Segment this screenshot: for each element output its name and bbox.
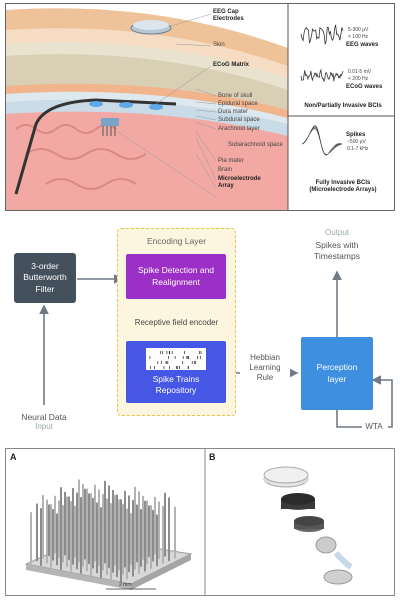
- electrodes-label: Electrodes: [213, 16, 244, 22]
- spike-detection-line-1: Spike Detection and: [137, 265, 215, 276]
- perception-layer-box: Perception layer: [301, 337, 373, 410]
- implant-electronics: [281, 493, 315, 505]
- utah-array-needles: [30, 479, 176, 582]
- eeg-waves-label: EEG waves: [346, 42, 379, 48]
- panel-b-label: B: [209, 452, 216, 462]
- perception-line-1: Perception: [316, 362, 358, 373]
- spike-trains-box: Spike Trains Repository: [126, 341, 226, 403]
- output-label: Output: [324, 228, 349, 237]
- ecog-cable: [14, 98, 177, 195]
- arrow-wta-loop: [371, 375, 393, 428]
- subdural-label: Subdural space: [218, 117, 260, 123]
- receptive-field-label: Receptive field encoder: [134, 318, 219, 327]
- spikes-amplitude: ~500 μV: [347, 139, 366, 145]
- hebbian-line-3: Rule: [256, 373, 274, 382]
- ecog-electrode: [149, 104, 163, 110]
- skin-label: Skin: [213, 42, 225, 48]
- ecog-waveform: [300, 68, 344, 83]
- wta-label: WTA: [365, 422, 383, 431]
- anatomy-illustration: [6, 4, 394, 210]
- filter-line-2: Butterworth: [23, 272, 67, 283]
- spike-waveforms: [301, 125, 343, 156]
- spike-detection-box: Spike Detection and Realignment: [126, 254, 226, 299]
- spikes-frequency: 0.1-7 kHz: [347, 146, 369, 152]
- ecog-amplitude: 0.01-5 mV: [348, 69, 372, 75]
- ecog-frequency: < 200 Hz: [348, 76, 369, 82]
- implant-base: [323, 569, 353, 585]
- eeg-waveform: [300, 24, 344, 45]
- scale-label: 2 mm: [119, 582, 132, 588]
- ecog-electrode: [119, 102, 133, 108]
- filter-line-3: Filter: [35, 283, 55, 294]
- arachnoid-label: Arachnoid layer: [218, 126, 260, 132]
- hebbian-line-1: Hebbian: [250, 353, 280, 362]
- ecog-electrode: [89, 101, 103, 107]
- microelectrode-label: Microelectrode: [218, 176, 261, 182]
- subarachnoid-label: Subarachnoid space: [228, 142, 283, 148]
- bci-anatomy-panel: EEG Cap Electrodes Skin ECoG Matrix Bone…: [5, 3, 395, 211]
- epidural-label: Epidural space: [218, 101, 258, 107]
- implant-disc: [315, 536, 337, 554]
- neural-data-label: Neural Data: [21, 412, 67, 422]
- panel-a-label: A: [10, 452, 17, 462]
- microelectrode-photo-panel: A B 2 mm: [5, 448, 395, 596]
- eeg-amplitude: 5-300 μV: [348, 27, 369, 33]
- perception-line-2: layer: [327, 373, 347, 384]
- dura-label: Dura mater: [218, 109, 249, 115]
- spike-trains-line-2: Repository: [155, 385, 197, 395]
- ecog-matrix-label: ECoG Matrix: [213, 62, 250, 68]
- input-label: Input: [35, 422, 53, 431]
- spikes-ts-line-2: Timestamps: [314, 250, 360, 261]
- spike-trace: [301, 128, 343, 155]
- spike-detection-line-2: Realignment: [152, 276, 200, 287]
- brain-label: Brain: [218, 167, 233, 173]
- ecog-waves-label: ECoG waves: [346, 84, 383, 90]
- eeg-cap-label: EEG Cap: [213, 9, 239, 15]
- photos: [24, 449, 353, 595]
- hebbian-line-2: Learning: [249, 363, 281, 372]
- raster-thumbnail: [146, 347, 206, 370]
- implant-battery: [294, 516, 324, 526]
- spike-trains-line-1: Spike Trains: [152, 373, 200, 384]
- non-invasive-title: Non/Partially Invasive BCIs: [304, 103, 382, 109]
- implant-threads: [333, 550, 353, 570]
- array-label: Array: [218, 183, 234, 189]
- pia-label: Pia mater: [218, 158, 244, 164]
- eeg-frequency: < 100 Hz: [348, 34, 369, 40]
- spikes-label: Spikes: [346, 132, 366, 138]
- wta-line: [336, 410, 362, 428]
- butterworth-filter-box: 3-order Butterworth Filter: [14, 253, 76, 303]
- bone-label: Bone of skull: [218, 93, 253, 99]
- spikes-ts-line-1: Spikes with: [315, 240, 359, 250]
- fully-invasive-subtitle: (Microelectrode Arrays): [309, 187, 377, 193]
- spikes-timestamps-label: Spikes with Timestamps: [297, 240, 377, 261]
- fully-invasive-title: Fully Invasive BCIs: [315, 180, 371, 186]
- encoding-layer-title: Encoding Layer: [146, 236, 207, 246]
- hebbian-label: Hebbian Learning Rule: [240, 353, 290, 383]
- filter-line-1: 3-order: [31, 261, 59, 272]
- microelectrode-array-shape: [101, 118, 119, 126]
